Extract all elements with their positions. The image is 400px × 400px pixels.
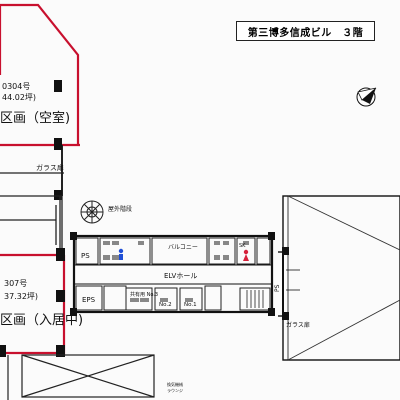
glass-door-label-right: ガラス扉 [286, 321, 310, 329]
sk-label: SK [239, 243, 246, 249]
core-rooms [75, 237, 271, 311]
toilet-fixtures [103, 241, 249, 302]
outdoor-stairs-label: 屋外階段 [108, 205, 132, 213]
unit-0304-columns [54, 80, 62, 200]
unit-307-columns [0, 248, 65, 357]
eps-label: EPS [82, 296, 96, 304]
compass-icon [356, 87, 377, 107]
outdoor-stairs-symbol [80, 200, 104, 224]
no1-label: No.1 [184, 302, 197, 308]
shared-room-label: 共有用 No.3 [130, 291, 158, 298]
elv-hall-label: ELVホール [164, 272, 197, 280]
unit-307-number: 307号 [4, 279, 27, 288]
right-building-columns [282, 247, 289, 320]
unit-0304-area: 44.02坪) [2, 93, 36, 102]
unit-307-area: 37.32坪) [4, 292, 38, 301]
restroom-male-icon [118, 248, 124, 260]
vent-room-label-2: ラウンジ [167, 387, 183, 393]
vent-room-label: 換気機械 [167, 381, 183, 387]
core-outer-walls [72, 234, 274, 314]
floor-title: 第三博多信成ビル ３階 [236, 21, 375, 41]
right-building-walls [278, 195, 400, 361]
glass-door-label-top: ガラス扉 [36, 163, 64, 172]
left-walls [0, 172, 64, 255]
right-building-diagonals [287, 195, 400, 361]
unit-0304-outline [0, 3, 80, 196]
ps-label-right: PS [274, 284, 281, 292]
unit-307-outline [0, 253, 66, 355]
balcony-label: バルコニー [168, 244, 198, 251]
no2-label: No.2 [159, 302, 172, 308]
unit-307-status: 区画（入居中) [0, 313, 83, 328]
core-columns [70, 232, 275, 316]
central-stairs [246, 290, 264, 308]
ventilation-box [7, 354, 155, 400]
unit-0304-status: 区画（空室) [0, 110, 70, 126]
ps-label-left: PS [81, 252, 90, 260]
restroom-female-icon [243, 249, 249, 261]
unit-0304-number: 0304号 [2, 82, 30, 91]
